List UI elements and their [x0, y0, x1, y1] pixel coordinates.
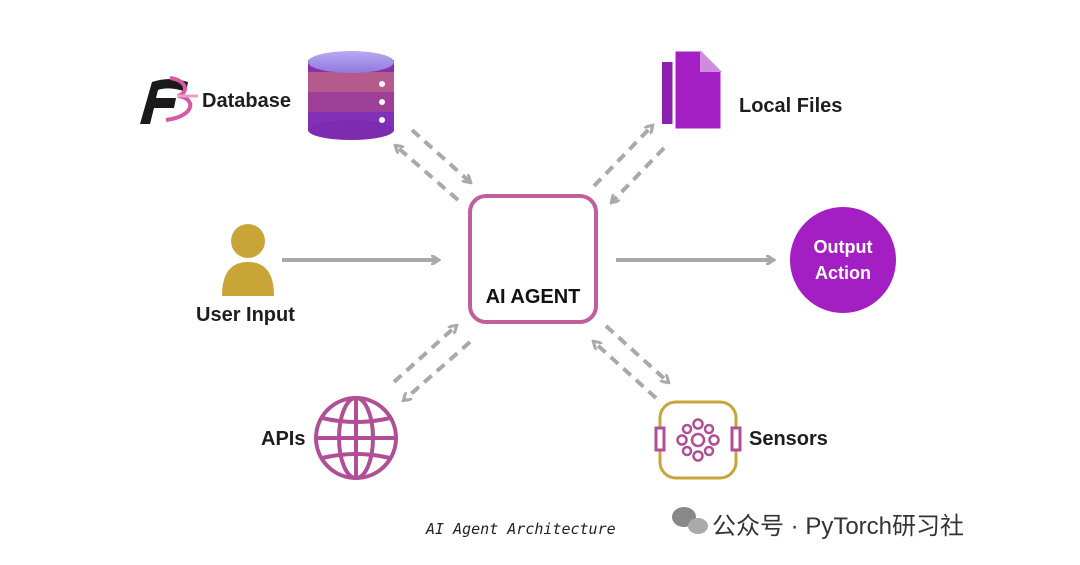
sensor-icon [654, 400, 742, 480]
watermark-text: 公众号 · PyTorch研习社 [712, 513, 965, 540]
output-label-line1: Output [813, 237, 873, 257]
arrow-files-to-agent [612, 146, 666, 202]
logo-icon [140, 76, 198, 124]
apis-label: APIs [261, 428, 306, 450]
arrow-agent-to-db [396, 146, 460, 202]
ai-agent-label: AI AGENT [485, 286, 581, 308]
ai-agent-node: AI AGENT [468, 194, 598, 324]
database-icon [308, 51, 394, 140]
diagram-caption: AI Agent Architecture [426, 520, 616, 538]
arrow-agent-to-files [592, 126, 652, 188]
documents-icon [662, 48, 724, 132]
output-label-line2: Action [814, 263, 871, 283]
sensors-label: Sensors [749, 428, 828, 450]
output-action-node: Output Action [790, 207, 896, 313]
user-icon [222, 224, 274, 296]
globe-icon [314, 396, 398, 480]
dashed-arrows [392, 126, 668, 400]
arrow-apis-to-agent [392, 326, 456, 384]
arrow-agent-to-apis [404, 340, 472, 400]
arrow-agent-to-sensors [604, 324, 668, 382]
watermark: 公众号 · PyTorch研习社 [712, 506, 964, 541]
arrow-sensors-to-agent [594, 342, 658, 400]
arrow-db-to-agent [410, 128, 470, 182]
wechat-icon [672, 507, 708, 534]
user-input-label: User Input [196, 304, 295, 326]
local-files-label: Local Files [739, 95, 843, 117]
database-label: Database [202, 90, 291, 112]
